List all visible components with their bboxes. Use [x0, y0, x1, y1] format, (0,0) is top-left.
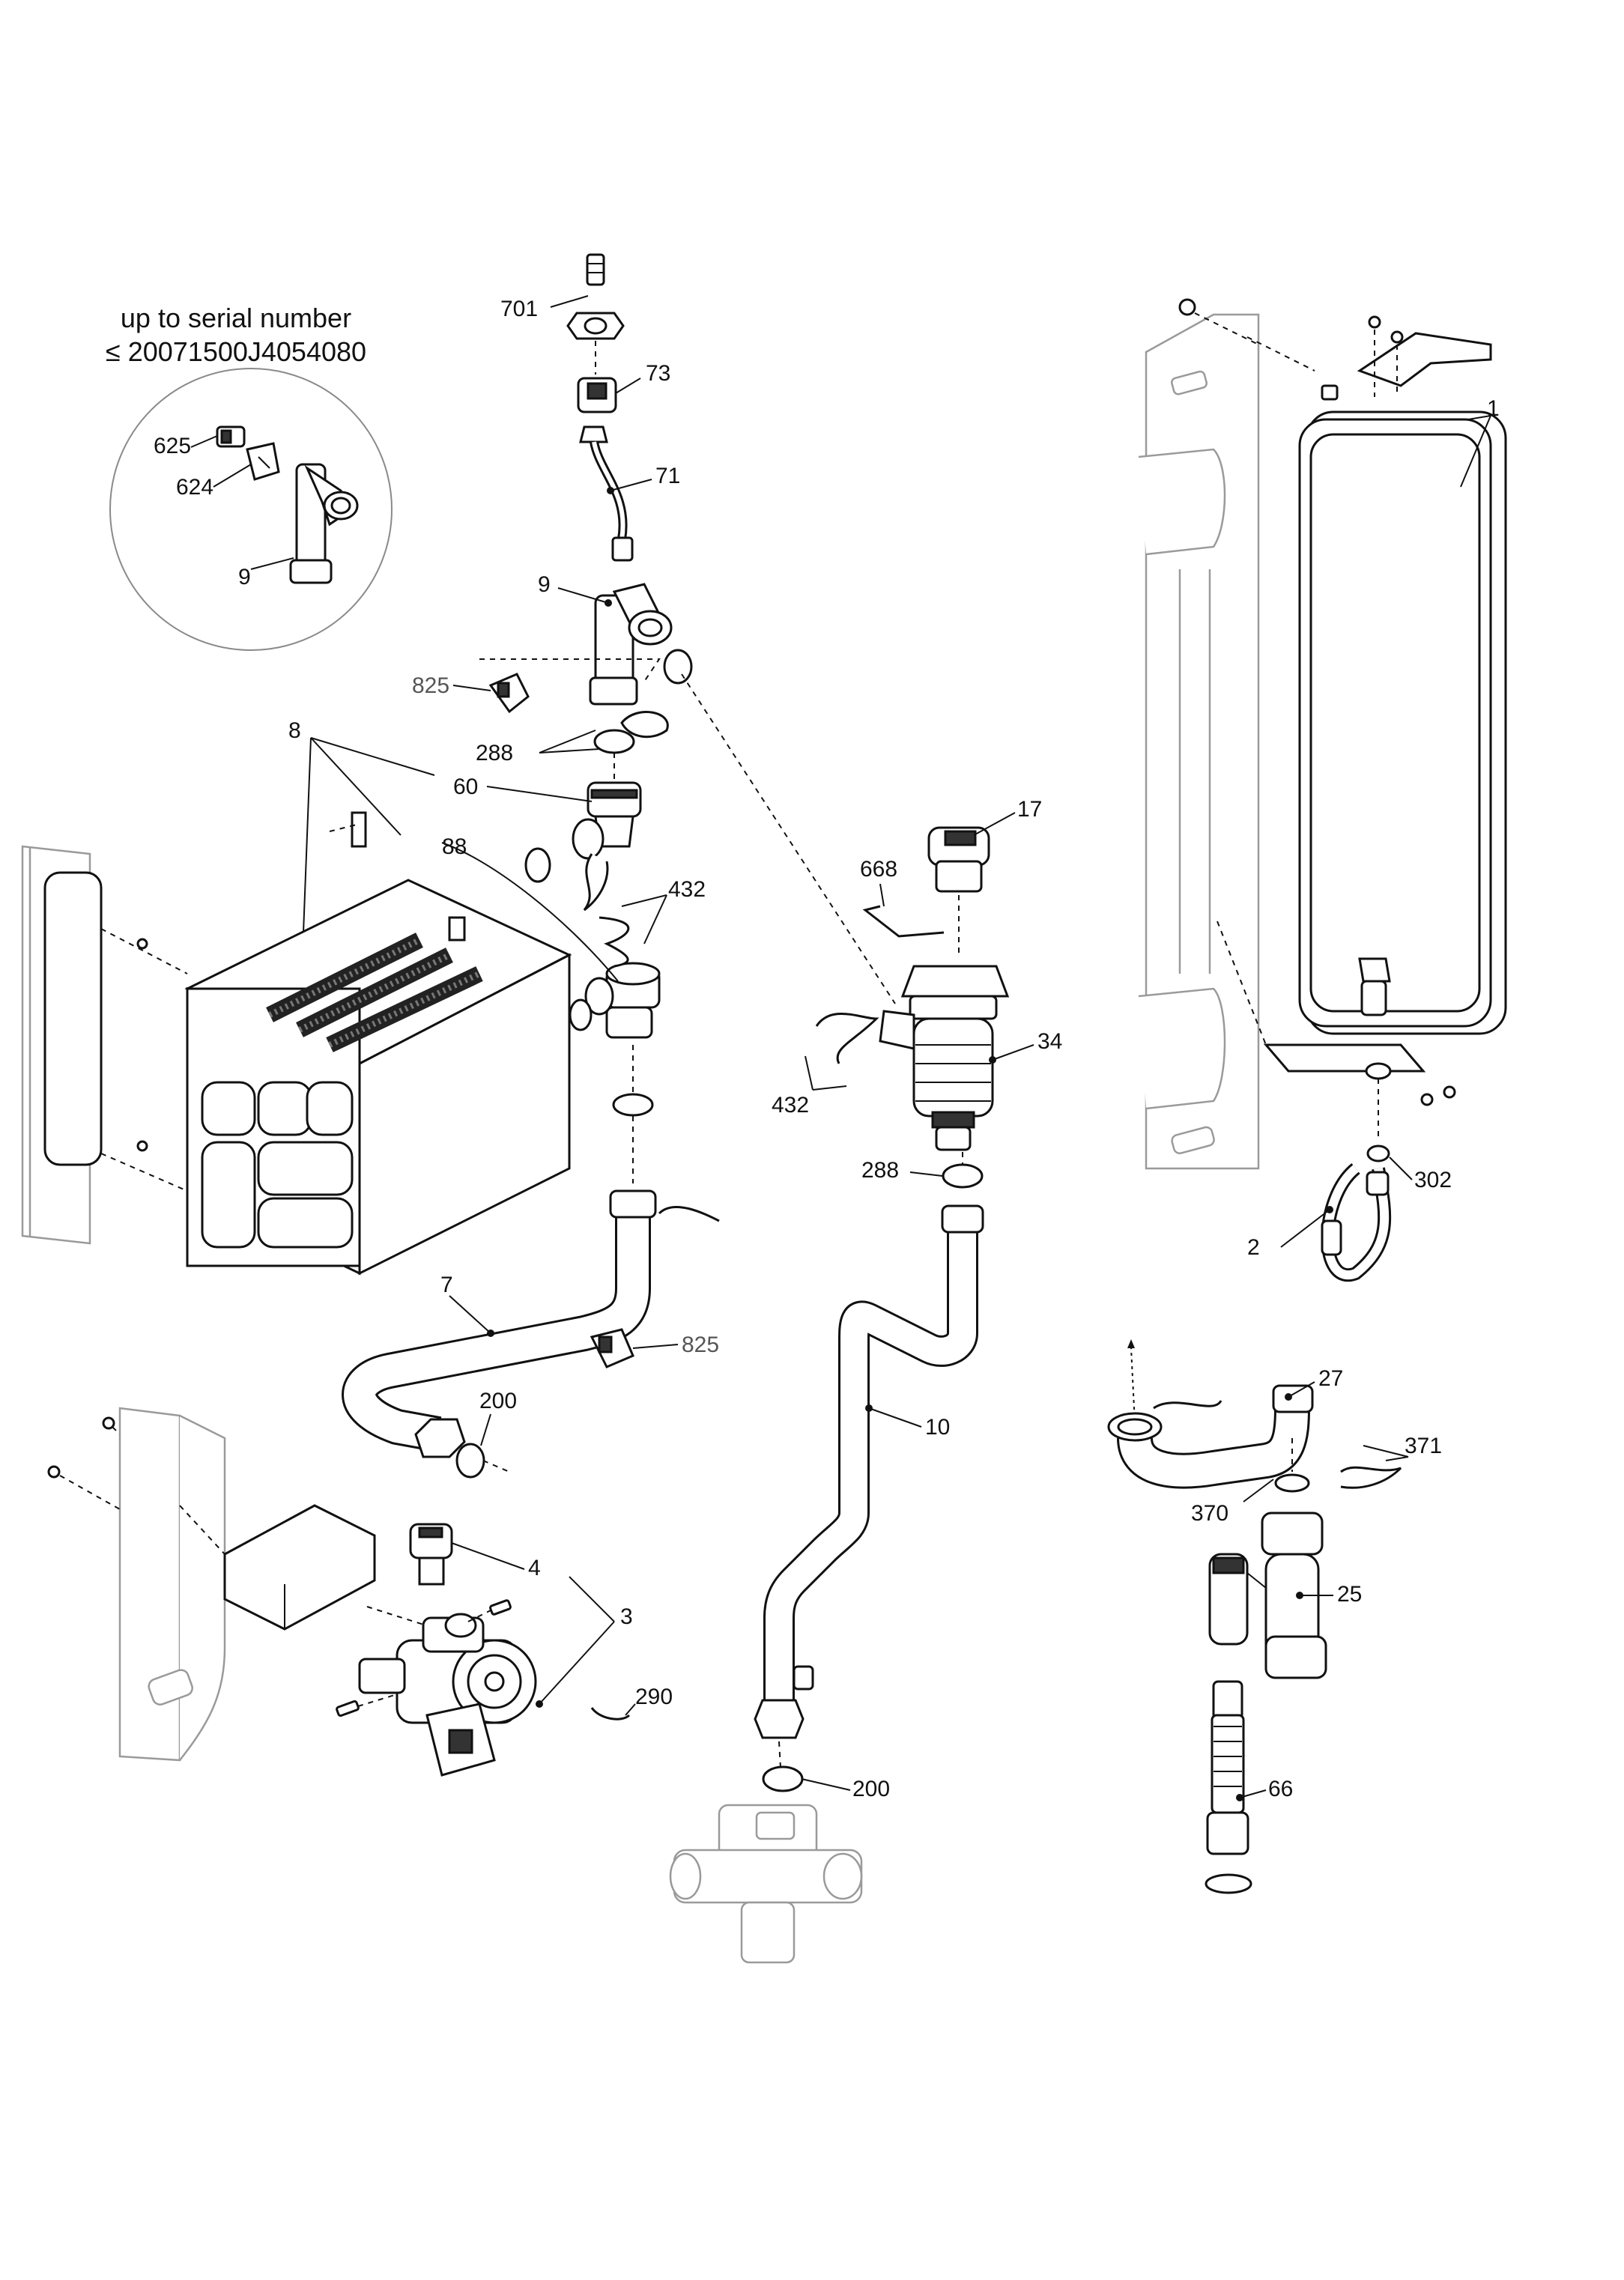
expansion-vessel-area: 1 302 2 — [1138, 298, 1507, 1282]
label-8: 8 — [288, 718, 301, 743]
label-825-top: 825 — [412, 673, 449, 698]
label-825-bottom: 825 — [682, 1332, 719, 1357]
label-200-left: 200 — [479, 1389, 517, 1413]
inset-sensor-625 — [216, 425, 246, 448]
label-71: 71 — [655, 464, 680, 488]
label-17: 17 — [1017, 797, 1042, 822]
burner-tubes — [266, 933, 483, 1052]
label-73: 73 — [646, 361, 670, 386]
pump-assembly: 4 3 290 — [47, 1407, 673, 1777]
part-60-elbow — [572, 781, 642, 860]
label-288-top: 288 — [476, 741, 513, 765]
label-88: 88 — [442, 834, 467, 859]
center-assembly: 17 668 34 432 288 — [681, 673, 1062, 1189]
label-10: 10 — [925, 1415, 950, 1440]
pipe-10 — [754, 1204, 984, 1739]
part-825-top — [488, 673, 530, 714]
inset-note-line1: up to serial number — [121, 303, 351, 333]
siphon-assembly: 27 370 371 25 — [1107, 1339, 1442, 1894]
label-371: 371 — [1405, 1434, 1442, 1458]
part-25 — [1208, 1512, 1327, 1679]
inset-circle — [109, 368, 393, 651]
bottom-bracket — [1263, 1043, 1426, 1073]
label-1: 1 — [1487, 396, 1500, 421]
label-432-mid: 432 — [772, 1093, 809, 1118]
label-9-main: 9 — [538, 572, 551, 597]
label-200-bottom: 200 — [852, 1777, 890, 1801]
label-4: 4 — [528, 1556, 541, 1580]
label-624: 624 — [176, 475, 213, 500]
part-17 — [927, 826, 990, 893]
pipe-71-nut — [579, 425, 608, 443]
label-27: 27 — [1318, 1366, 1343, 1391]
part-66-hose — [1205, 1680, 1252, 1894]
label-302: 302 — [1414, 1168, 1452, 1192]
inset-t-pipe — [289, 463, 359, 584]
label-66: 66 — [1268, 1777, 1293, 1801]
valve-block-ghost — [669, 1804, 863, 1964]
part-3-pump — [358, 1613, 537, 1777]
label-668: 668 — [860, 857, 897, 882]
label-2: 2 — [1247, 1235, 1260, 1260]
heat-exchanger-8 — [21, 811, 572, 1276]
part-88-elbow — [584, 962, 661, 1039]
label-701: 701 — [500, 297, 538, 321]
inset-note-line2: ≤ 20071500J4054080 — [106, 336, 366, 367]
part-34 — [879, 965, 1010, 1151]
label-60: 60 — [453, 774, 478, 799]
label-288-mid: 288 — [861, 1158, 899, 1183]
label-370: 370 — [1191, 1501, 1228, 1526]
part-825-bottom — [590, 1328, 634, 1368]
label-9-inset: 9 — [238, 565, 251, 589]
label-432-left: 432 — [668, 877, 706, 902]
label-290: 290 — [635, 1685, 673, 1709]
label-25: 25 — [1337, 1582, 1362, 1607]
top-bracket — [1357, 332, 1492, 387]
part-9-t-pipe — [589, 583, 673, 706]
part-2-hose — [1321, 1162, 1392, 1282]
label-7: 7 — [440, 1273, 453, 1297]
pump-bracket — [223, 1504, 376, 1631]
part-701 — [586, 253, 605, 286]
label-625: 625 — [154, 434, 191, 458]
inset-variant: up to serial number ≤ 20071500J4054080 6… — [106, 303, 393, 651]
part-4-vent — [409, 1523, 453, 1586]
valve-stack: 701 73 71 9 — [412, 253, 720, 1222]
label-34: 34 — [1037, 1029, 1062, 1054]
part-27 — [1107, 1384, 1314, 1489]
label-3: 3 — [620, 1604, 633, 1629]
left-panel-ghost — [21, 845, 103, 1245]
inset-clip-624 — [246, 442, 280, 481]
pipe-7 — [342, 1189, 657, 1458]
